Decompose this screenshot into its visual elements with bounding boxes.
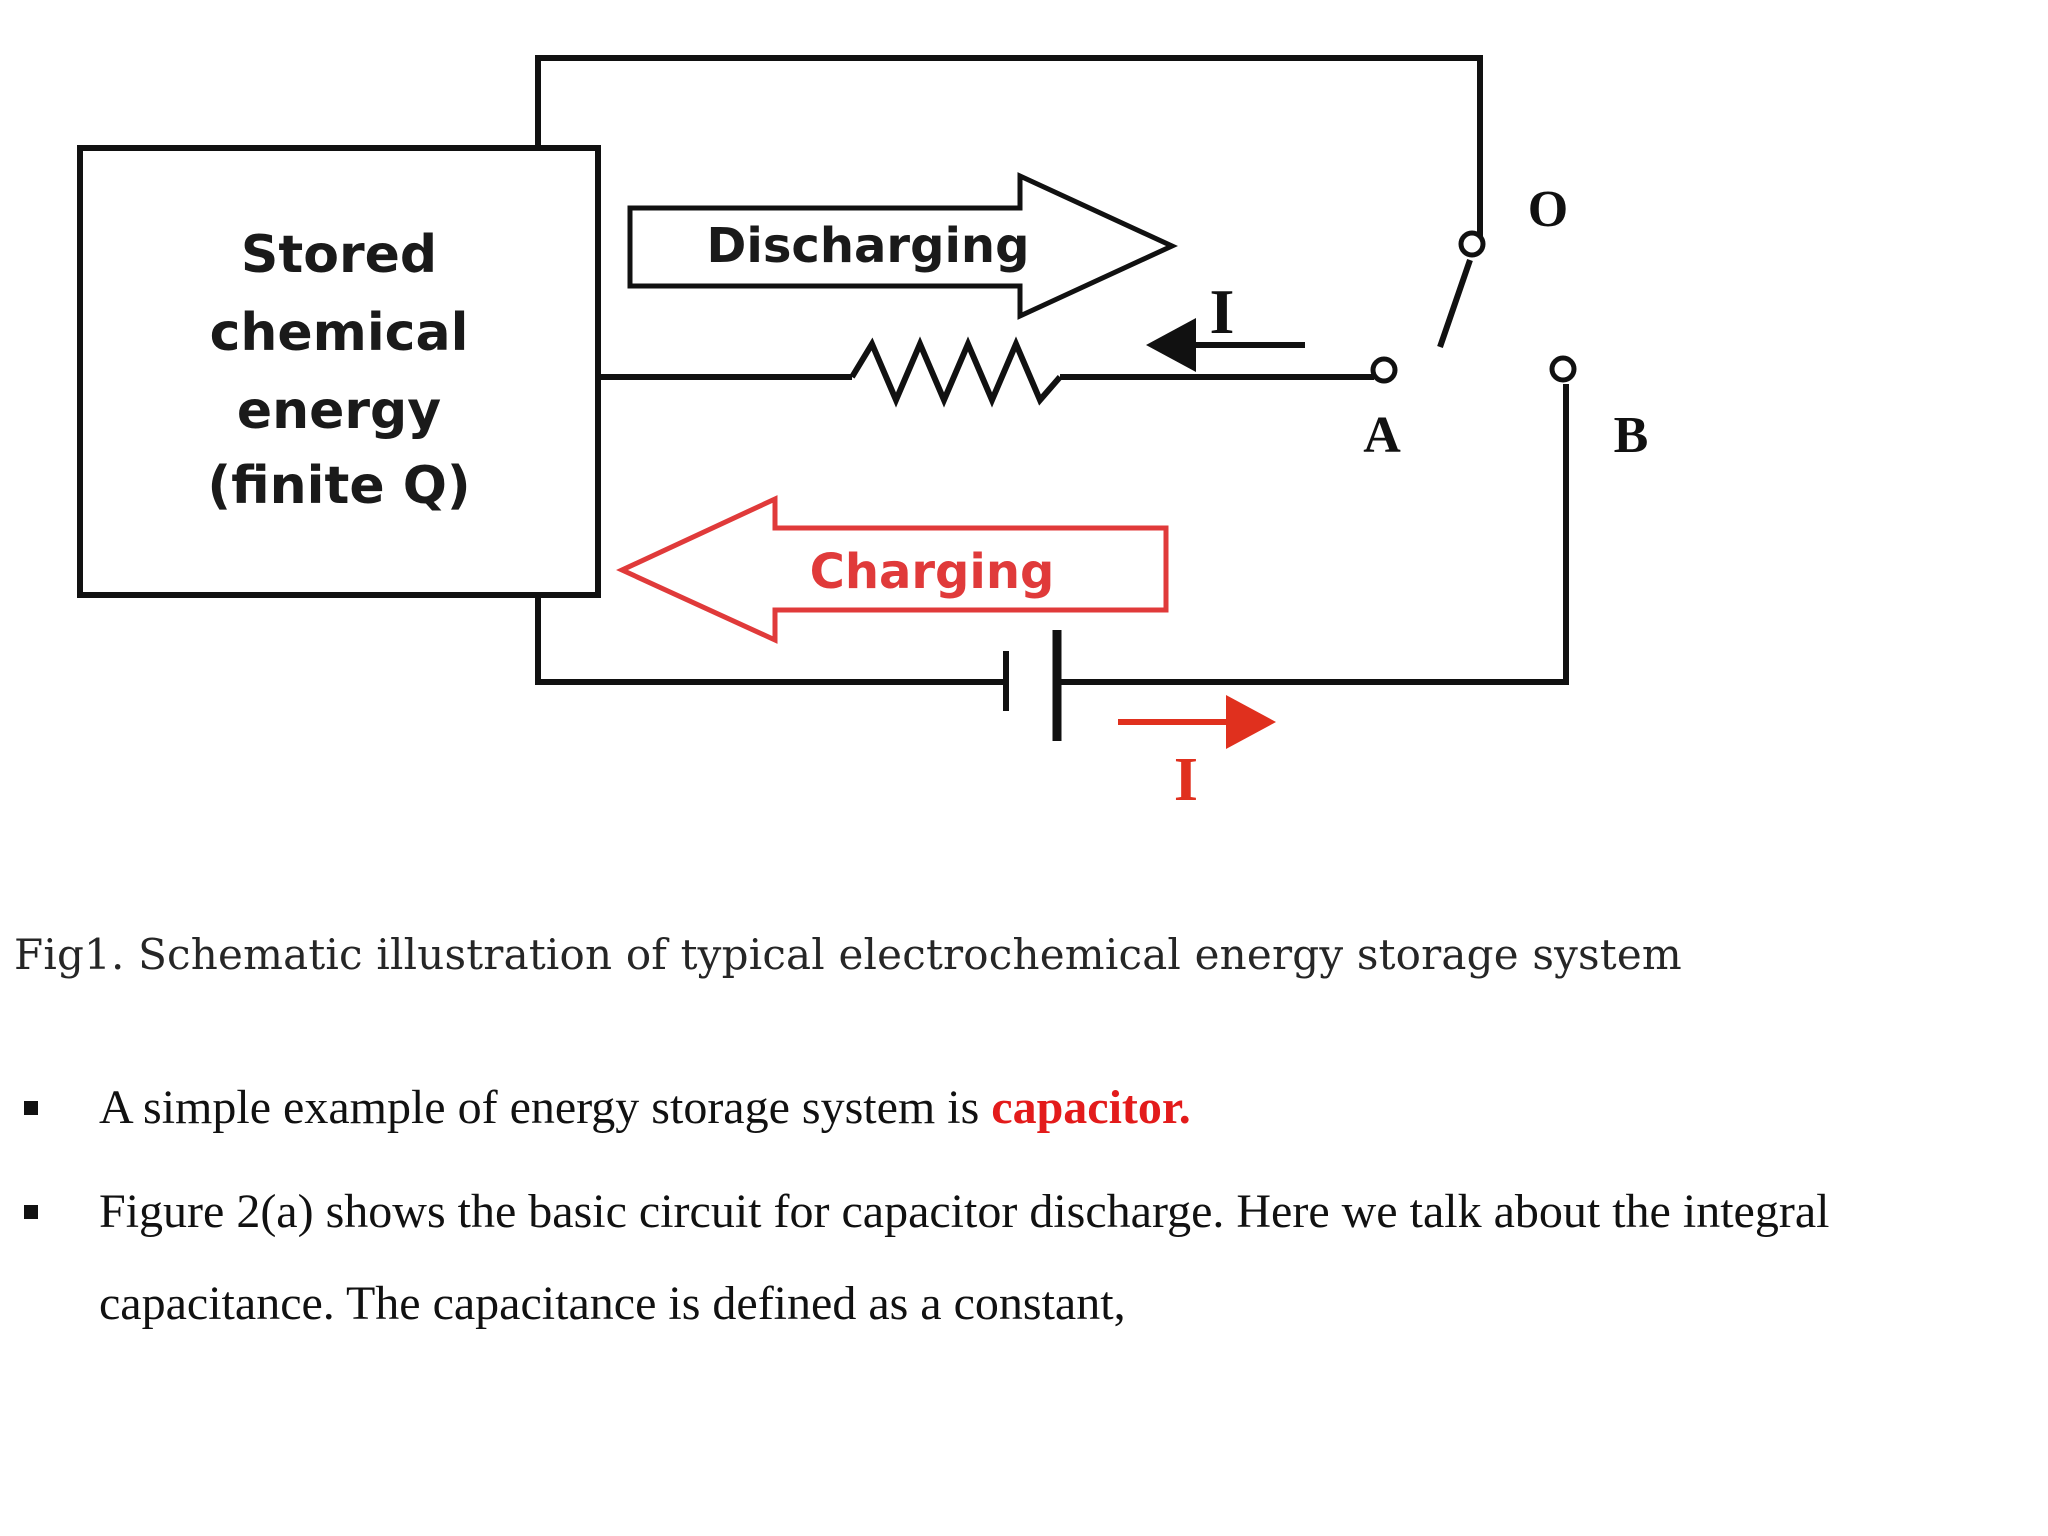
terminal-o-label: O [1528, 181, 1568, 238]
wire-top [535, 55, 1483, 238]
storage-box-line-3: energy [237, 381, 441, 441]
bullet-square-icon [24, 1101, 38, 1115]
discharging-arrow [627, 172, 1178, 320]
current-label-bottom: I [1174, 746, 1198, 814]
terminal-b-label: B [1614, 407, 1649, 464]
terminal-b-node [1549, 355, 1577, 383]
bullet-text-2-line-2: capacitance. The capacitance is defined … [99, 1277, 1126, 1330]
figure-caption: Fig1. Schematic illustration of typical … [14, 930, 1682, 979]
terminal-a-label: A [1363, 407, 1401, 464]
bullet-item-1: A simple example of energy storage syste… [0, 1062, 2048, 1154]
charging-arrow [616, 495, 1169, 644]
discharging-label: Discharging [707, 218, 1030, 274]
storage-box [77, 145, 601, 598]
storage-box-line-4: (finite Q) [207, 456, 470, 516]
circuit-diagram: Stored chemical energy (finite Q) Discha… [77, 55, 1649, 814]
bullet-text-1: A simple example of energy storage syste… [99, 1062, 1191, 1154]
storage-box-line-1: Stored [241, 225, 437, 285]
bullet-text-2-line-1: Figure 2(a) shows the basic circuit for … [99, 1185, 1830, 1238]
bullet-square-icon [24, 1205, 38, 1219]
circuit-wires [535, 55, 1569, 685]
current-label-top: I [1210, 276, 1235, 347]
terminal-o-node [1458, 230, 1486, 258]
switch-blade [1437, 259, 1473, 348]
bullet-1-plain: A simple example of energy storage syste… [99, 1081, 992, 1134]
wire-b-down [1057, 384, 1569, 685]
terminal-a-node [1370, 356, 1398, 384]
storage-box-line-2: chemical [210, 303, 469, 363]
wire-bottom-left [535, 595, 1006, 685]
charging-label: Charging [810, 544, 1055, 600]
bullet-1-highlight: capacitor. [991, 1081, 1191, 1134]
bullet-item-2: Figure 2(a) shows the basic circuit for … [0, 1166, 2048, 1350]
current-arrow-bottom-head [1226, 695, 1276, 749]
current-arrow-top-head [1146, 318, 1196, 372]
resistor [849, 336, 1063, 408]
